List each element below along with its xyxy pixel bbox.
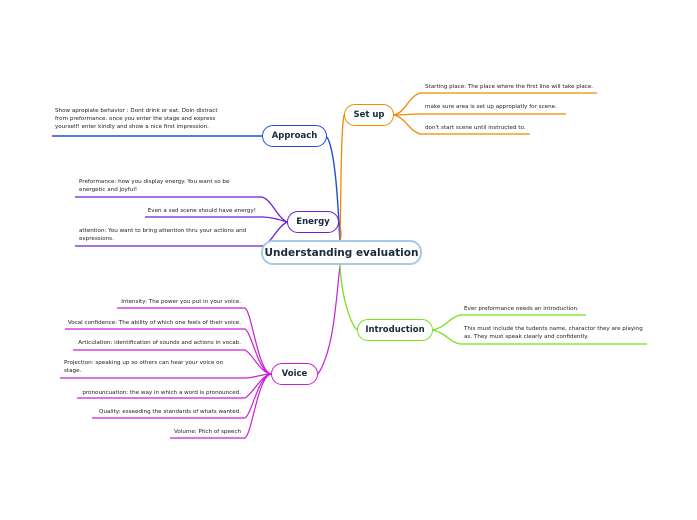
voice-subtopic-6[interactable]: Quality: esseeding the standards of what…: [99, 409, 241, 415]
setup-trunk: [339, 114, 345, 243]
central-topic[interactable]: Understanding evaluation: [261, 240, 422, 265]
setup-leaf-link-1: [393, 92, 597, 116]
voice-leaf-link-1: [117, 307, 272, 375]
topic-approach-label: Approach: [271, 131, 318, 141]
voice-subtopic-5[interactable]: pronouncuation: the way in which a word …: [82, 390, 241, 396]
introduction-leaf-link-2: [432, 329, 647, 345]
central-topic-label: Understanding evaluation: [264, 246, 419, 259]
topic-introduction[interactable]: Introduction: [357, 319, 433, 341]
voice-leaf-link-3: [73, 349, 272, 375]
topic-energy[interactable]: Energy: [287, 211, 339, 233]
introduction-leaf-link-1: [432, 314, 586, 331]
introduction-trunk: [339, 264, 358, 331]
topic-voice-label: Voice: [281, 369, 308, 379]
setup-subtopic-1[interactable]: Starting place: The place where the firs…: [425, 84, 594, 90]
introduction-connectors: [339, 264, 647, 345]
topic-approach[interactable]: Approach: [262, 125, 327, 147]
topic-introduction-label: Introduction: [365, 325, 425, 335]
voice-subtopic-4[interactable]: Projection: speaking up so others can he…: [64, 360, 224, 374]
energy-subtopic-2[interactable]: Even a sad scene should have energy!: [147, 208, 256, 214]
energy-leaf-link-1: [75, 196, 288, 223]
introduction-subtopic-2[interactable]: This must include the tudents name, char…: [464, 326, 643, 340]
setup-connectors: [339, 92, 597, 243]
topic-setup-label: Set up: [353, 110, 385, 120]
voice-leaf-link-2: [65, 328, 272, 375]
voice-leaf-link-4: [60, 373, 272, 379]
energy-subtopic-1[interactable]: Preformance: how you display energy. You…: [79, 179, 230, 193]
voice-subtopic-3[interactable]: Articulation: identification of sounds a…: [78, 340, 241, 346]
topic-setup[interactable]: Set up: [344, 104, 394, 126]
energy-leaf-link-2: [145, 216, 288, 223]
topic-energy-label: Energy: [296, 217, 330, 227]
voice-subtopic-1[interactable]: Intensity: The power you put in your voi…: [121, 299, 241, 305]
voice-trunk: [317, 264, 341, 375]
voice-leaf-link-7: [170, 373, 272, 439]
topic-voice[interactable]: Voice: [271, 363, 318, 385]
approach-trunk: [326, 136, 341, 246]
voice-subtopic-2[interactable]: Vocal confidence: The ability of which o…: [67, 320, 241, 326]
setup-leaf-link-2: [393, 113, 566, 116]
approach-subtopic-1[interactable]: Show apropiate behavior : Dont drink or …: [55, 108, 218, 130]
setup-leaf-link-3: [393, 114, 530, 135]
setup-subtopic-3[interactable]: don't start scene until instructed to.: [425, 125, 526, 131]
energy-subtopic-3[interactable]: attention: You want to bring attention t…: [79, 228, 247, 242]
voice-connectors: [60, 264, 341, 439]
approach-connectors: [52, 135, 341, 246]
voice-subtopic-7[interactable]: Volume: Pitch of speech: [173, 429, 241, 435]
introduction-subtopic-1[interactable]: Ever preformance needs an introduction.: [464, 306, 579, 312]
setup-subtopic-2[interactable]: make sure area is set up appropiatly for…: [425, 104, 557, 110]
